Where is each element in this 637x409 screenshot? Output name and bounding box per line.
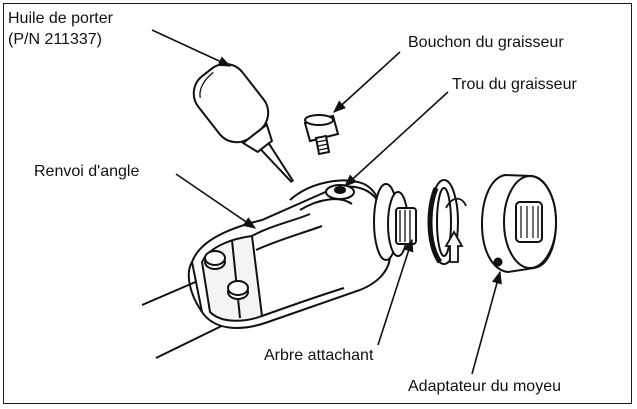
- gearbox-icon: [187, 179, 417, 329]
- label-gearbox: Renvoi d'angle: [34, 163, 140, 180]
- label-oil: Huile de porter: [8, 10, 113, 27]
- label-grease-plug: Bouchon du graisseur: [408, 34, 564, 51]
- oil-bottle-icon: [192, 62, 295, 184]
- label-hub-adapter: Adaptateur du moyeu: [408, 378, 561, 395]
- label-oil-part-number: (P/N 211337): [8, 31, 102, 48]
- hub-adapter-icon: [480, 173, 558, 274]
- leader-lines: [151, 29, 502, 375]
- grease-plug-icon: [303, 114, 340, 156]
- label-grease-hole: Trou du graisseur: [452, 76, 577, 93]
- rotation-arrow-icon: [444, 197, 467, 263]
- label-drive-shaft: Arbre attachant: [264, 347, 374, 364]
